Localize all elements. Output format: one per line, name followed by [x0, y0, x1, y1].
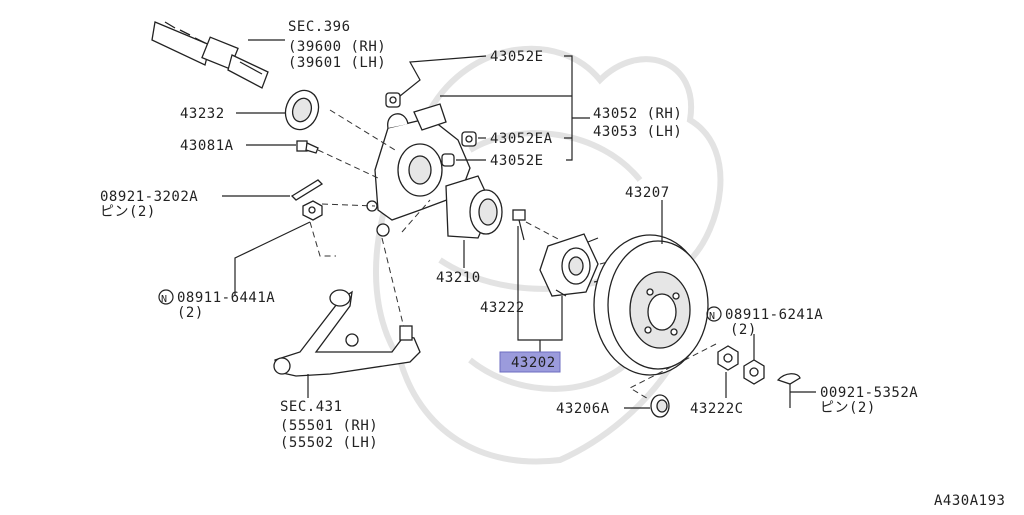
hub-bolt-43222[interactable]	[512, 209, 526, 241]
n-symbol-2	[706, 306, 722, 322]
bushing-43052e-top[interactable]	[385, 92, 401, 108]
label-sec396[interactable]: SEC.396	[288, 19, 351, 35]
label-43206a[interactable]: 43206A	[556, 401, 610, 417]
bushing-43052ea[interactable]	[461, 131, 477, 147]
label-43232[interactable]: 43232	[180, 106, 225, 122]
drive-shaft[interactable]	[151, 21, 269, 89]
cotter-pin-08921[interactable]	[290, 179, 324, 201]
n-symbol-1	[158, 289, 174, 305]
label-43222[interactable]: 43222	[480, 300, 525, 316]
label-43052e-top[interactable]: 43052E	[490, 49, 544, 65]
label-43052-rh[interactable]: 43052 (RH)	[593, 106, 682, 122]
nut-08911-6441a[interactable]	[302, 200, 323, 221]
label-39600-rh[interactable]: (39600 (RH)	[288, 39, 386, 55]
label-pin-qty-1[interactable]: ピン(2)	[100, 204, 156, 220]
label-08911-6441a[interactable]: 08911-6441A	[177, 290, 275, 306]
label-08911-6441a-qty[interactable]: (2)	[177, 305, 204, 321]
wheel-bearing-43210[interactable]	[445, 175, 503, 239]
label-00921-5352a[interactable]: 00921-5352A	[820, 385, 918, 401]
label-55501-rh[interactable]: (55501 (RH)	[280, 418, 378, 434]
label-43053-lh[interactable]: 43053 (LH)	[593, 124, 682, 140]
label-43210[interactable]: 43210	[436, 270, 481, 286]
oil-seal-43232[interactable]	[280, 86, 324, 135]
label-55502-lh[interactable]: (55502 (LH)	[280, 435, 378, 451]
wheel-nut-43222c[interactable]	[717, 345, 739, 371]
highlight-43202[interactable]	[499, 351, 561, 373]
diagram-id: A430A193	[934, 493, 1005, 509]
label-43052e-bottom[interactable]: 43052E	[490, 153, 544, 169]
label-43052ea[interactable]: 43052EA	[490, 131, 553, 147]
label-08911-6241a-qty[interactable]: (2)	[730, 322, 757, 338]
n-symbol-1-text: N	[161, 294, 168, 305]
label-43207[interactable]: 43207	[625, 185, 670, 201]
label-43081a[interactable]: 43081A	[180, 138, 234, 154]
label-sec431[interactable]: SEC.431	[280, 399, 343, 415]
wheel-hub-43202[interactable]	[539, 233, 605, 297]
plug-43206a[interactable]	[650, 394, 670, 418]
label-43202[interactable]: 43202	[511, 355, 556, 371]
bolt-43081a[interactable]	[296, 140, 319, 154]
bushing-43052e-bottom[interactable]	[441, 153, 455, 167]
label-08921-3202a[interactable]: 08921-3202A	[100, 189, 198, 205]
label-39601-lh[interactable]: (39601 (LH)	[288, 55, 386, 71]
label-08911-6241a[interactable]: 08911-6241A	[725, 307, 823, 323]
n-symbol-2-text: N	[709, 311, 716, 322]
label-43222c[interactable]: 43222C	[690, 401, 744, 417]
nut-08911-6241a[interactable]	[743, 359, 765, 385]
brake-rotor-43207[interactable]	[593, 234, 709, 376]
lower-control-arm[interactable]	[273, 289, 421, 377]
label-pin-qty-2[interactable]: ピン(2)	[820, 400, 876, 416]
cotter-pin-00921[interactable]	[776, 373, 801, 408]
